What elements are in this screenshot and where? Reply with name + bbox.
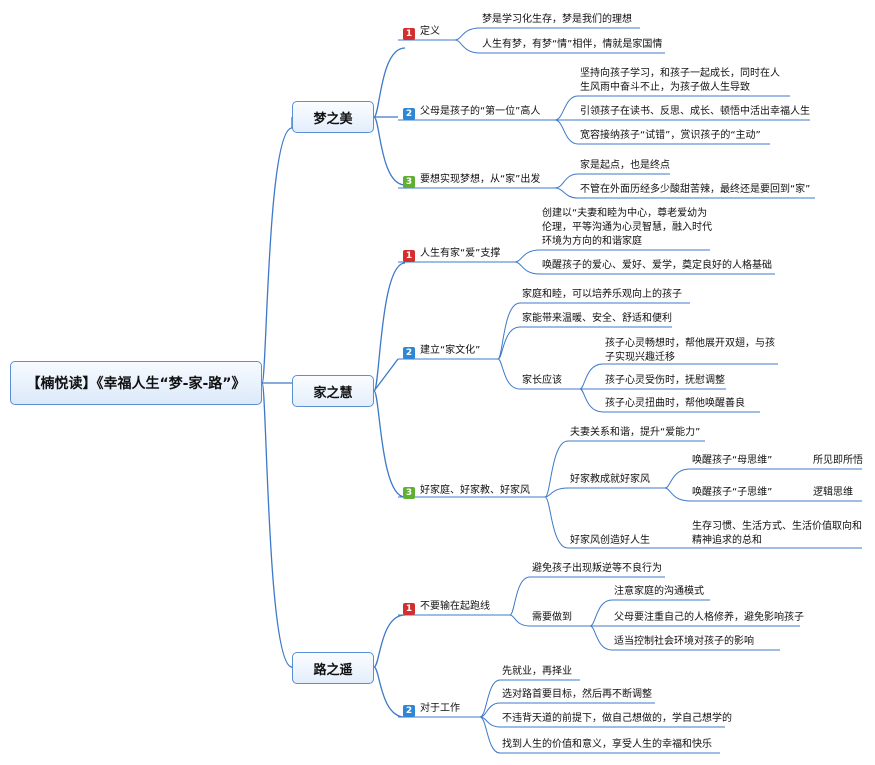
leaf-road-1-2-3[interactable]: 适当控制社会环境对孩子的影响 (614, 636, 754, 647)
leaf-dream-1-2[interactable]: 人生有梦，有梦“情”相伴，情就是家国情 (482, 39, 663, 50)
leaf-line: 精神追求的总和 (692, 535, 762, 546)
subtopic-dream-3[interactable]: 3 要想实现梦想，从“家”出发 (403, 173, 540, 188)
leaf-home-1-1[interactable]: 创建以“夫妻和睦为中心，尊老爱幼为 伦理，平等沟通为心灵智慧，融入时代 环境为方… (542, 207, 712, 249)
priority-1-icon: 1 (403, 250, 415, 262)
leaf-dream-2-3[interactable]: 宽容接纳孩子“试错”，赏识孩子的“主动” (580, 130, 761, 141)
leaf-road-1-2-2[interactable]: 父母要注重自己的人格修养，避免影响孩子 (614, 612, 804, 623)
leaf-road-2-4[interactable]: 找到人生的价值和意义，享受人生的幸福和快乐 (502, 739, 712, 750)
leaf-line: 环境为方向的和谐家庭 (542, 236, 642, 247)
subtopic-dream-1[interactable]: 1 定义 (403, 25, 440, 40)
subtopic-label: 人生有家“爱”支撑 (420, 248, 501, 259)
priority-2-icon: 2 (403, 347, 415, 359)
subtopic-label: 定义 (420, 26, 440, 37)
leaf-road-2-2[interactable]: 选对路首要目标，然后再不断调整 (502, 689, 652, 700)
branch-dream[interactable]: 梦之美 (292, 101, 374, 133)
leaf-home-3-2-1-1[interactable]: 所见即所悟 (813, 455, 863, 466)
leaf-home-2-2[interactable]: 家能带来温暖、安全、舒适和便利 (522, 313, 672, 324)
leaf-road-2-1[interactable]: 先就业，再择业 (502, 666, 572, 677)
leaf-line: 坚持向孩子学习，和孩子一起成长，同时在人 (580, 68, 780, 79)
leaf-home-2-3[interactable]: 家长应该 (522, 375, 562, 386)
priority-3-icon: 3 (403, 487, 415, 499)
subtopic-road-1[interactable]: 1 不要输在起跑线 (403, 600, 490, 615)
leaf-dream-1-1[interactable]: 梦是学习化生存，梦是我们的理想 (482, 14, 632, 25)
subtopic-road-2[interactable]: 2 对于工作 (403, 702, 460, 717)
subtopic-home-1[interactable]: 1 人生有家“爱”支撑 (403, 247, 500, 262)
leaf-home-2-1[interactable]: 家庭和睦，可以培养乐观向上的孩子 (522, 289, 682, 300)
subtopic-label: 好家庭、好家教、好家风 (420, 485, 530, 496)
leaf-line: 孩子心灵畅想时，帮他展开双翅，与孩 (605, 338, 775, 349)
subtopic-label: 建立“家文化” (420, 345, 481, 356)
leaf-home-3-2-2[interactable]: 唤醒孩子“子思维” (692, 487, 773, 498)
leaf-home-3-1[interactable]: 夫妻关系和谐，提升“爱能力” (570, 427, 701, 438)
subtopic-home-3[interactable]: 3 好家庭、好家教、好家风 (403, 484, 530, 499)
priority-3-icon: 3 (403, 176, 415, 188)
leaf-road-2-3[interactable]: 不违背天道的前提下，做自己想做的，学自己想学的 (502, 713, 732, 724)
leaf-line: 创建以“夫妻和睦为中心，尊老爱幼为 (542, 208, 708, 219)
subtopic-home-2[interactable]: 2 建立“家文化” (403, 344, 480, 359)
leaf-dream-3-1[interactable]: 家是起点，也是终点 (580, 160, 670, 171)
branch-home[interactable]: 家之慧 (292, 375, 374, 407)
leaf-road-1-2[interactable]: 需要做到 (532, 612, 572, 623)
subtopic-label: 要想实现梦想，从“家”出发 (420, 174, 541, 185)
leaf-line: 子实现兴趣迁移 (605, 352, 675, 363)
subtopic-label: 对于工作 (420, 703, 460, 714)
leaf-line: 伦理，平等沟通为心灵智慧，融入时代 (542, 222, 712, 233)
leaf-home-3-3-1[interactable]: 生存习惯、生活方式、生活价值取向和 精神追求的总和 (692, 520, 862, 548)
leaf-home-3-3[interactable]: 好家风创造好人生 (570, 535, 650, 546)
leaf-home-3-2-2-1[interactable]: 逻辑思维 (813, 487, 853, 498)
root-topic[interactable]: 【楠悦读】《幸福人生“梦-家-路”》 (10, 361, 262, 405)
leaf-dream-2-1[interactable]: 坚持向孩子学习，和孩子一起成长，同时在人 生风雨中奋斗不止，为孩子做人生导致 (580, 67, 780, 95)
leaf-home-2-3-1[interactable]: 孩子心灵畅想时，帮他展开双翅，与孩 子实现兴趣迁移 (605, 337, 775, 365)
leaf-home-1-2[interactable]: 唤醒孩子的爱心、爱好、爱学，奠定良好的人格基础 (542, 260, 772, 271)
leaf-home-3-2-1[interactable]: 唤醒孩子“母思维” (692, 455, 773, 466)
leaf-road-1-1[interactable]: 避免孩子出现叛逆等不良行为 (532, 563, 662, 574)
priority-2-icon: 2 (403, 108, 415, 120)
leaf-road-1-2-1[interactable]: 注意家庭的沟通模式 (614, 586, 704, 597)
leaf-home-3-2[interactable]: 好家教成就好家风 (570, 474, 650, 485)
leaf-dream-3-2[interactable]: 不管在外面历经多少酸甜苦辣，最终还是要回到“家” (580, 184, 811, 195)
leaf-line: 生风雨中奋斗不止，为孩子做人生导致 (580, 82, 750, 93)
leaf-home-2-3-2[interactable]: 孩子心灵受伤时，抚慰调整 (605, 375, 725, 386)
leaf-line: 生存习惯、生活方式、生活价值取向和 (692, 521, 862, 532)
subtopic-label: 父母是孩子的“第一位”高人 (420, 106, 541, 117)
priority-2-icon: 2 (403, 705, 415, 717)
subtopic-dream-2[interactable]: 2 父母是孩子的“第一位”高人 (403, 105, 540, 120)
branch-road[interactable]: 路之遥 (292, 652, 374, 684)
priority-1-icon: 1 (403, 28, 415, 40)
leaf-home-2-3-3[interactable]: 孩子心灵扭曲时，帮他唤醒善良 (605, 398, 745, 409)
priority-1-icon: 1 (403, 603, 415, 615)
leaf-dream-2-2[interactable]: 引领孩子在读书、反思、成长、顿悟中活出幸福人生 (580, 106, 810, 117)
subtopic-label: 不要输在起跑线 (420, 601, 490, 612)
